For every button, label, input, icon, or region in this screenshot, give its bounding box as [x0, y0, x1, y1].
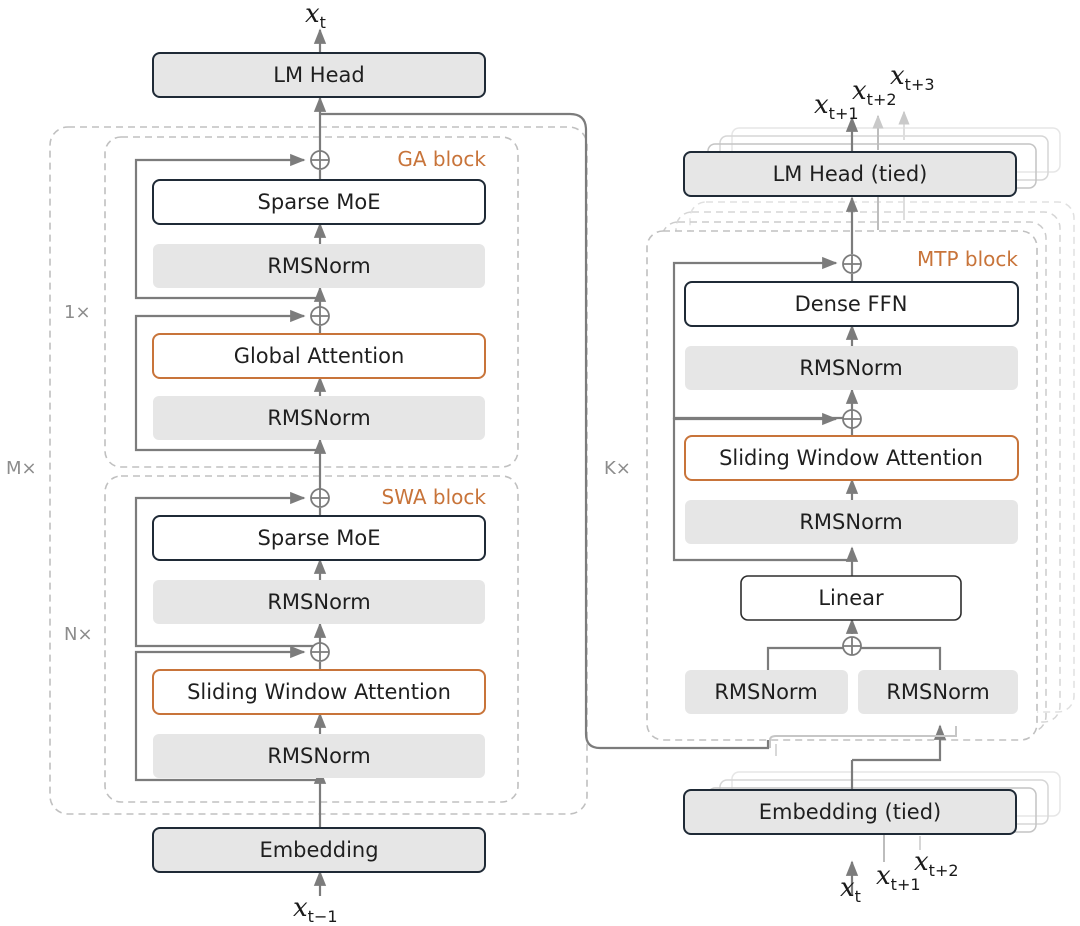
- ga-attention-box: Global Attention: [152, 333, 486, 379]
- main-add-nodes: [310, 150, 330, 662]
- dense-ffn-label: Dense FFN: [795, 292, 908, 316]
- mtp-rmsnorm-attn-box: RMSNorm: [685, 500, 1018, 544]
- main-input-var: xt−1: [293, 893, 338, 926]
- ga-attention-label: Global Attention: [234, 344, 405, 368]
- ga-block-label: GA block: [397, 147, 486, 171]
- mtp-light-connectors: [769, 110, 957, 862]
- mtp-lm-head-label: LM Head (tied): [773, 162, 928, 186]
- mtp-connectors: [672, 116, 947, 896]
- embedding-box: Embedding: [152, 827, 486, 873]
- outer-repeat-label: M×: [6, 458, 37, 479]
- mtp-output-var-3: xt+3: [890, 61, 935, 94]
- linear-box: Linear: [740, 575, 962, 621]
- swa-block-label: SWA block: [382, 485, 487, 509]
- mtp-rmsnorm-left-box: RMSNorm: [685, 670, 848, 714]
- swa-rmsnorm-ffn-box: RMSNorm: [153, 580, 485, 624]
- ga-rmsnorm-ffn-label: RMSNorm: [267, 254, 370, 278]
- mtp-input-var-3: xt+2: [914, 847, 959, 880]
- mtp-rmsnorm-ffn-box: RMSNorm: [685, 346, 1018, 390]
- add-node: [310, 306, 330, 326]
- mtp-model: MTP block K×: [604, 61, 1075, 906]
- mtp-rmsnorm-attn-label: RMSNorm: [799, 510, 902, 534]
- ga-repeat-label: 1×: [64, 302, 91, 323]
- mtp-output-var-2: xt+2: [852, 76, 897, 109]
- mtp-repeat-label: K×: [604, 458, 631, 479]
- linear-label: Linear: [818, 586, 884, 610]
- mtp-rmsnorm-left-label: RMSNorm: [714, 680, 817, 704]
- dense-ffn-box: Dense FFN: [684, 281, 1019, 327]
- swa-rmsnorm-attn-label: RMSNorm: [267, 744, 370, 768]
- swa-sparse-moe-label: Sparse MoE: [258, 526, 381, 550]
- swa-sparse-moe-box: Sparse MoE: [152, 515, 486, 561]
- add-node: [842, 254, 862, 274]
- add-node: [842, 409, 862, 429]
- ga-sparse-moe-label: Sparse MoE: [258, 190, 381, 214]
- mtp-embedding-label: Embedding (tied): [759, 800, 942, 824]
- swa-rmsnorm-ffn-label: RMSNorm: [267, 590, 370, 614]
- mtp-attention-box: Sliding Window Attention: [684, 435, 1019, 481]
- mtp-input-var-1: xt: [840, 873, 861, 906]
- mtp-output-var-1: xt+1: [814, 90, 859, 123]
- lm-head-box: LM Head: [152, 52, 486, 98]
- main-connectors: [134, 28, 775, 896]
- mtp-embedding-box: Embedding (tied): [683, 789, 1017, 835]
- swa-rmsnorm-attn-box: RMSNorm: [153, 734, 485, 778]
- add-node: [842, 636, 862, 656]
- ga-sparse-moe-box: Sparse MoE: [152, 179, 486, 225]
- add-node: [310, 642, 330, 662]
- ga-block-box: [104, 136, 519, 468]
- swa-attention-label: Sliding Window Attention: [187, 680, 451, 704]
- swa-block-box: [104, 475, 519, 803]
- swa-repeat-label: N×: [64, 624, 93, 645]
- mtp-input-var-2: xt+1: [876, 861, 921, 894]
- mtp-block-label: MTP block: [917, 247, 1018, 271]
- add-node: [310, 488, 330, 508]
- ga-rmsnorm-attn-label: RMSNorm: [267, 406, 370, 430]
- mtp-rmsnorm-right-label: RMSNorm: [886, 680, 989, 704]
- main-model: M× GA block 1× SWA block N×: [6, 0, 775, 926]
- main-output-var: xt: [305, 0, 326, 32]
- mtp-attention-label: Sliding Window Attention: [719, 446, 983, 470]
- ga-rmsnorm-ffn-box: RMSNorm: [153, 244, 485, 288]
- lm-head-label: LM Head: [273, 63, 364, 87]
- embedding-label: Embedding: [259, 838, 378, 862]
- ga-rmsnorm-attn-box: RMSNorm: [153, 396, 485, 440]
- mtp-lm-head-box: LM Head (tied): [683, 151, 1017, 197]
- swa-attention-box: Sliding Window Attention: [152, 669, 486, 715]
- mtp-add-nodes: [842, 254, 862, 656]
- add-node: [310, 150, 330, 170]
- mtp-rmsnorm-right-box: RMSNorm: [858, 670, 1018, 714]
- mtp-rmsnorm-ffn-label: RMSNorm: [799, 356, 902, 380]
